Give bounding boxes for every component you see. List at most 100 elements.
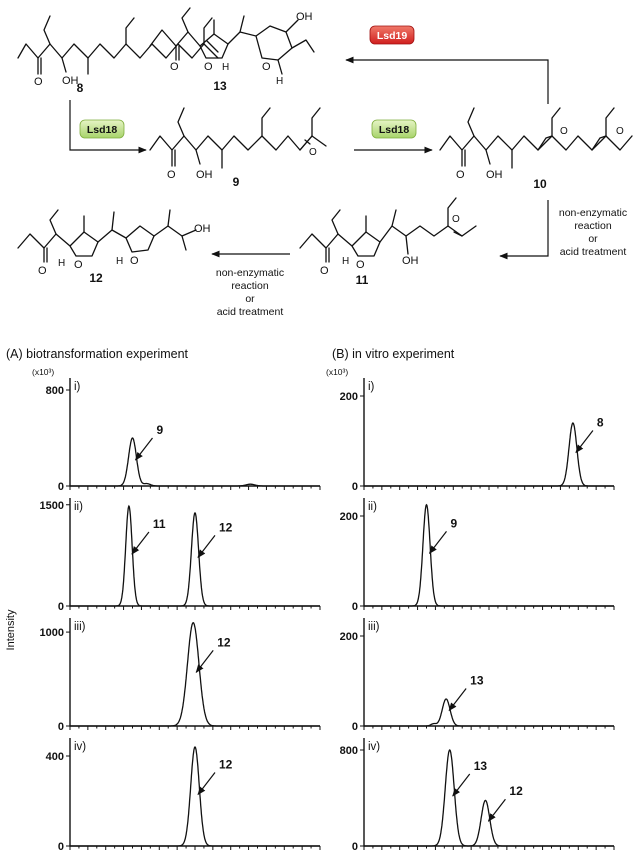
peak-label: 12 [509, 784, 523, 798]
enzyme-lsd18-label: Lsd18 [87, 124, 118, 136]
chromatogram-trace [364, 698, 614, 727]
arrow-10-to-11 [499, 200, 549, 260]
peak-arrow [131, 531, 150, 555]
chromatogram-b-iii: 0 200 iii) 13 [340, 618, 615, 733]
atom-o: O [204, 61, 213, 73]
condition-line: or [588, 233, 598, 245]
chromatogram-trace [70, 746, 320, 847]
compound-13-structure: O O O OH H H [149, 7, 315, 87]
y-tick-label: 200 [340, 631, 358, 643]
y-tick-label: 400 [46, 751, 64, 763]
peak-label: 9 [451, 516, 458, 530]
y-tick-label: 1000 [40, 627, 64, 639]
atom-o: O [130, 255, 139, 267]
y-tick-label: 800 [46, 385, 64, 397]
atom-o: O [616, 126, 624, 137]
peak-label: 11 [153, 517, 166, 531]
chromatogram-trace [70, 504, 320, 607]
atom-oh: OH [194, 223, 211, 235]
panel-a-title: (A) biotransformation experiment [6, 347, 189, 361]
y-tick-label: 0 [352, 841, 358, 853]
compound-8-structure: O OH [17, 15, 219, 88]
label-compound-11: 11 [356, 273, 369, 287]
row-label: iv) [74, 741, 86, 753]
axis-lines [363, 378, 614, 487]
y-tick-label: 0 [58, 721, 64, 733]
condition-line: acid treatment [217, 306, 284, 318]
atom-h: H [276, 76, 283, 87]
peak-label: 12 [219, 758, 233, 772]
condition-line: non-enzymatic [216, 267, 284, 279]
chromatogram-b-i: 0 200 i) (x10³) 8 [326, 367, 615, 493]
peak-arrow [448, 688, 467, 712]
compound-11-structure: O O OH O H [299, 197, 477, 277]
atom-oh: OH [402, 255, 419, 267]
axis-lines [363, 618, 614, 727]
enzyme-lsd19-label: Lsd19 [377, 30, 408, 42]
atom-oh: OH [196, 169, 213, 181]
atom-o: O [560, 126, 568, 137]
chromatogram-trace [70, 437, 320, 487]
y-tick-label: 200 [340, 391, 358, 403]
y-tick-label: 200 [340, 511, 358, 523]
row-label: iii) [368, 621, 380, 633]
atom-h: H [342, 256, 349, 267]
arrow-10-to-13 [345, 56, 549, 104]
chromatogram-trace [70, 621, 320, 727]
compound-12-structure: O O O OH H H [17, 209, 211, 277]
peak-arrow [428, 531, 447, 555]
peak-arrow [575, 430, 594, 454]
label-compound-12: 12 [89, 271, 103, 285]
enzyme-lsd19-badge: Lsd19 [369, 25, 415, 45]
axis-lines [69, 738, 320, 847]
y-scale-label: (x10³) [32, 367, 54, 377]
row-label: iv) [368, 741, 380, 753]
y-tick-label: 0 [58, 841, 64, 853]
enzyme-lsd18-badge-1: Lsd18 [79, 119, 125, 139]
atom-o: O [320, 265, 329, 277]
y-tick-label: 0 [58, 601, 64, 613]
y-tick-label: 0 [352, 601, 358, 613]
y-tick-label: 1500 [40, 500, 64, 512]
atom-o: O [34, 76, 43, 88]
atom-o: O [74, 259, 83, 271]
arrow-8-to-9 [69, 100, 147, 154]
peak-arrow [197, 535, 216, 559]
label-compound-13: 13 [213, 79, 227, 93]
atom-o: O [309, 147, 317, 158]
peak-arrow [195, 649, 214, 674]
peak-label: 12 [219, 520, 233, 534]
axis-lines [363, 738, 614, 847]
atom-o: O [170, 61, 179, 73]
y-scale-label: (x10³) [326, 367, 348, 377]
atom-o: O [262, 61, 271, 73]
atom-h: H [58, 258, 65, 269]
peak-label: 13 [470, 674, 484, 688]
atom-h: H [222, 62, 229, 73]
condition-line: acid treatment [560, 246, 627, 258]
enzyme-lsd18-label: Lsd18 [379, 124, 410, 136]
atom-o: O [356, 259, 365, 271]
enzyme-lsd18-badge-2: Lsd18 [371, 119, 417, 139]
atom-h: H [116, 256, 123, 267]
y-tick-label: 0 [58, 481, 64, 493]
reaction-scheme: O OH 8 O O O OH H H 13 Lsd19 [17, 7, 633, 318]
y-tick-label: 0 [352, 481, 358, 493]
condition-text-right: non-enzymatic reaction or acid treatment [559, 207, 627, 258]
y-tick-label: 0 [352, 721, 358, 733]
panel-b-title: (B) in vitro experiment [332, 347, 455, 361]
peak-arrow [197, 772, 216, 796]
condition-line: non-enzymatic [559, 207, 627, 219]
chromatogram-trace [364, 749, 614, 847]
axis-lines [363, 498, 614, 607]
label-compound-8: 8 [77, 81, 84, 95]
compound-9-structure: O OH O [149, 107, 327, 181]
row-label: iii) [74, 621, 86, 633]
compound-10-structure: O OH O O [439, 107, 633, 181]
peak-label: 8 [597, 416, 604, 430]
row-label: i) [368, 381, 375, 393]
